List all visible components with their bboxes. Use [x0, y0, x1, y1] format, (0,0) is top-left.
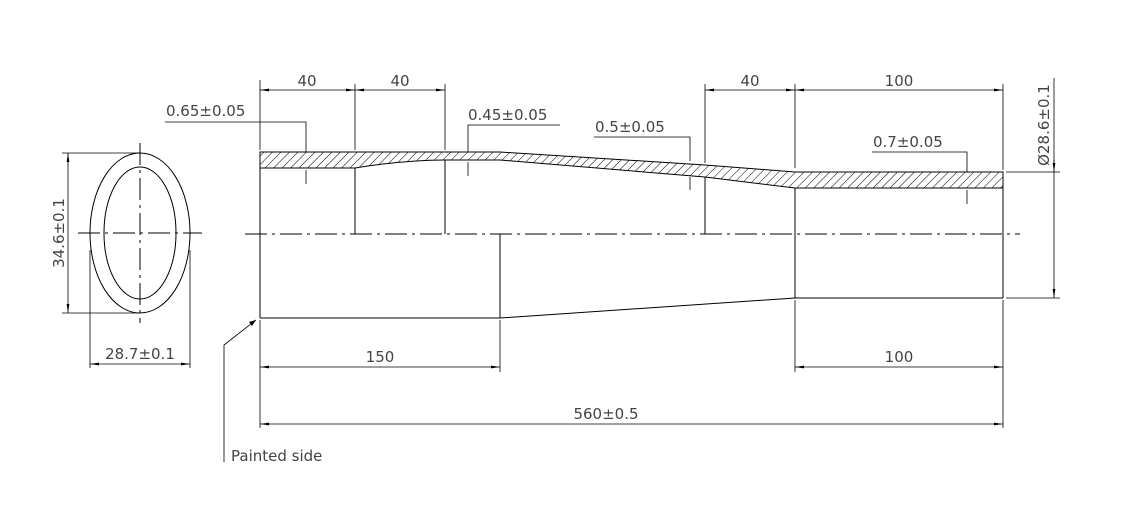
end-view-height-label: 34.6±0.1 [50, 198, 68, 268]
thickness-callout-07: 0.7±0.05 [872, 133, 968, 204]
thickness-callout-065: 0.65±0.05 [165, 102, 307, 184]
thk-07-label: 0.7±0.05 [873, 133, 943, 151]
dim-40-b-label: 40 [390, 72, 409, 90]
thk-05-label: 0.5±0.05 [595, 118, 665, 136]
dia-label: Ø28.6±0.1 [1035, 84, 1053, 166]
end-view-width-label: 28.7±0.1 [105, 345, 175, 363]
painted-side-callout: Painted side [223, 319, 322, 465]
dim-40-c-label: 40 [740, 72, 759, 90]
wall-section-hatched [259, 151, 1004, 189]
painted-side-label: Painted side [231, 447, 322, 465]
dim-40-a-label: 40 [297, 72, 316, 90]
side-view: 40 40 40 100 Ø28.6±0.1 0.65±0.05 0.45±0.… [165, 72, 1060, 465]
end-view: 34.6±0.1 28.7±0.1 [50, 143, 202, 368]
dim-560-label: 560±0.5 [573, 405, 638, 423]
thk-045-label: 0.45±0.05 [468, 106, 547, 124]
dim-100-top-label: 100 [885, 72, 914, 90]
thickness-callout-05: 0.5±0.05 [594, 118, 691, 190]
dim-100-bottom-label: 100 [885, 348, 914, 366]
dim-150-label: 150 [366, 348, 395, 366]
thickness-callout-045: 0.45±0.05 [467, 106, 560, 176]
thk-065-label: 0.65±0.05 [166, 102, 245, 120]
lower-outer-profile [260, 297, 1003, 319]
